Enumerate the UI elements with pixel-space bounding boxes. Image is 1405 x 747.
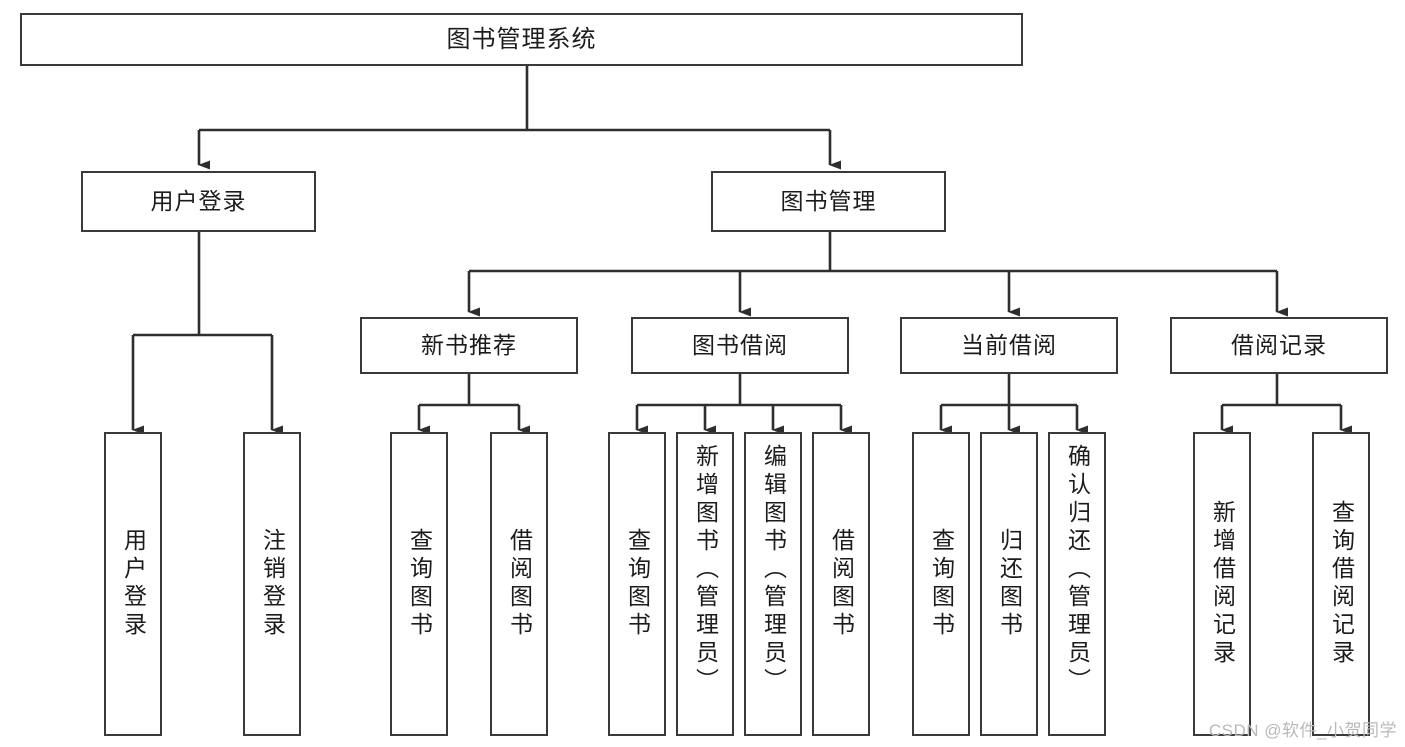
leaf-add-borrow-record[interactable]: 新增借阅记录 [1193, 432, 1251, 736]
leaf-borrow-book[interactable]: 借阅图书 [812, 432, 870, 736]
node-label: 查询图书 [928, 528, 955, 640]
watermark-csdn: CSDN @软件_小贺同学 [1208, 721, 1397, 740]
node-label: 确认归还（管理员） [1064, 444, 1091, 696]
leaf-logout-login[interactable]: 注销登录 [243, 432, 301, 736]
node-label: 新书推荐 [421, 332, 517, 359]
leaf-confirm-return-admin[interactable]: 确认归还（管理员） [1048, 432, 1106, 736]
leaf-query-book-recommend[interactable]: 查询图书 [390, 432, 448, 736]
leaf-edit-book-admin[interactable]: 编辑图书（管理员） [744, 432, 802, 736]
node-label: 注销登录 [259, 528, 286, 640]
node-new-book-rec[interactable]: 新书推荐 [360, 317, 578, 374]
node-label: 用户登录 [150, 188, 247, 215]
node-label: 查询借阅记录 [1328, 500, 1355, 668]
node-label: 归还图书 [996, 528, 1023, 640]
node-user-login[interactable]: 用户登录 [81, 171, 316, 232]
leaf-query-book-borrow[interactable]: 查询图书 [608, 432, 666, 736]
leaf-return-book[interactable]: 归还图书 [980, 432, 1038, 736]
node-label: 借阅记录 [1231, 332, 1327, 359]
node-label: 图书借阅 [692, 332, 788, 359]
node-book-borrow[interactable]: 图书借阅 [631, 317, 849, 374]
node-label: 新增图书（管理员） [692, 444, 719, 696]
node-borrow-record[interactable]: 借阅记录 [1170, 317, 1388, 374]
node-label: 查询图书 [406, 528, 433, 640]
node-book-manage[interactable]: 图书管理 [711, 171, 946, 232]
leaf-add-book-admin[interactable]: 新增图书（管理员） [676, 432, 734, 736]
node-label: 查询图书 [624, 528, 651, 640]
node-label: 图书管理 [780, 188, 877, 215]
leaf-query-book-current[interactable]: 查询图书 [912, 432, 970, 736]
node-root-system[interactable]: 图书管理系统 [20, 13, 1023, 66]
node-label: 借阅图书 [828, 528, 855, 640]
leaf-borrow-book-recommend[interactable]: 借阅图书 [490, 432, 548, 736]
node-label: 新增借阅记录 [1209, 500, 1236, 668]
node-label: 借阅图书 [506, 528, 533, 640]
node-current-borrow[interactable]: 当前借阅 [900, 317, 1118, 374]
node-label: 当前借阅 [961, 332, 1057, 359]
node-label: 编辑图书（管理员） [760, 444, 787, 696]
leaf-user-login[interactable]: 用户登录 [104, 432, 162, 736]
node-label: 图书管理系统 [446, 25, 597, 53]
node-label: 用户登录 [120, 528, 147, 640]
leaf-query-borrow-record[interactable]: 查询借阅记录 [1312, 432, 1370, 736]
